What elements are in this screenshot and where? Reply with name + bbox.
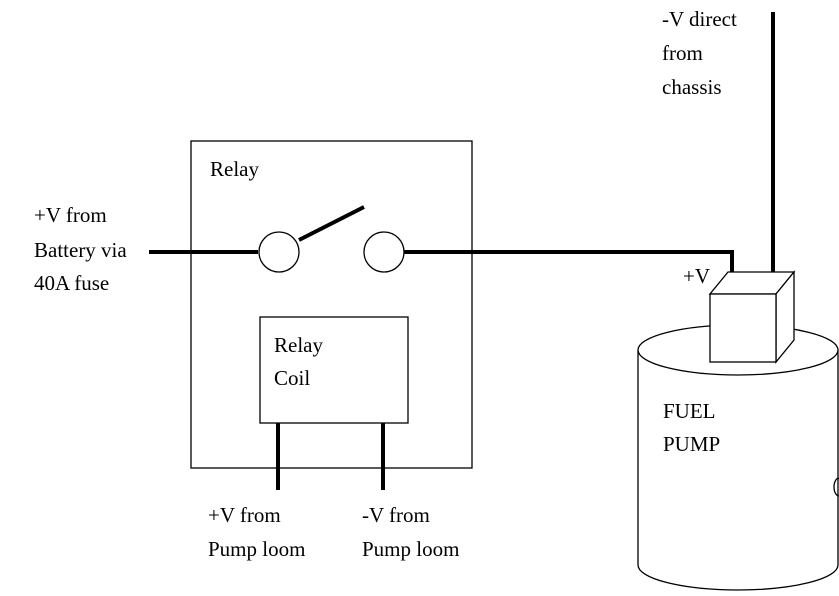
switch-contact-right	[363, 231, 405, 273]
switch-contact-left	[258, 231, 300, 273]
label-positive-pump-loom: +V from Pump loom	[208, 503, 305, 561]
label-pump-positive: +V	[683, 264, 710, 288]
label-positive-pump-loom-line-2: Pump loom	[208, 537, 305, 561]
label-fuel-pump-line-2: PUMP	[663, 432, 720, 456]
label-battery-line-1: +V from	[34, 203, 107, 227]
label-relay-coil: Relay Coil	[274, 333, 328, 390]
label-battery-line-2: Battery via	[34, 238, 127, 262]
label-relay-coil-line-1: Relay	[274, 333, 323, 357]
pump-feed-wire	[404, 250, 734, 272]
connector-box-front	[709, 293, 777, 363]
label-negative-pump-loom: -V from Pump loom	[362, 503, 459, 561]
label-negative-pump-loom-line-2: Pump loom	[362, 537, 459, 561]
relay-coil-box	[259, 316, 409, 424]
fuel-pump-outlet-bump	[833, 477, 839, 497]
label-negative-pump-loom-line-1: -V from	[362, 503, 430, 527]
label-relay: Relay	[210, 157, 259, 181]
label-battery-input: +V from Battery via 40A fuse	[34, 203, 132, 295]
label-positive-pump-loom-line-1: +V from	[208, 503, 281, 527]
label-relay-coil-line-2: Coil	[274, 366, 310, 390]
label-neg-direct-line-3: chassis	[662, 75, 722, 99]
label-fuel-pump: FUEL PUMP	[663, 399, 720, 456]
label-fuel-pump-line-1: FUEL	[663, 399, 715, 423]
label-neg-direct-line-1: -V direct	[662, 7, 737, 31]
label-battery-line-3: 40A fuse	[34, 271, 109, 295]
relay-box	[190, 140, 473, 469]
label-neg-direct-from-chassis: -V direct from chassis	[662, 7, 742, 99]
label-neg-direct-line-2: from	[662, 41, 703, 65]
switch-arm	[298, 205, 365, 242]
fuel-pump-cylinder-body	[637, 350, 839, 591]
